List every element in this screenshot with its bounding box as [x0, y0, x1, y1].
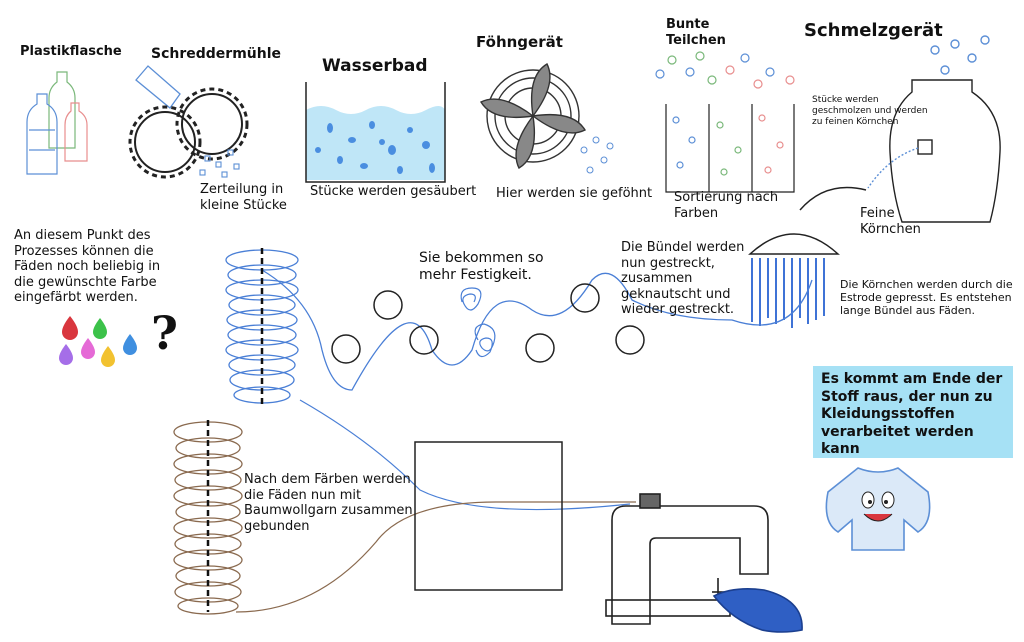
- question-mark: ?: [151, 306, 178, 360]
- label-melter: Schmelzgerät: [804, 20, 943, 41]
- sewing-machine-icon: [605, 493, 803, 633]
- caption-cotton: Nach dem Färben werden die Fäden nun mit…: [244, 472, 413, 534]
- caption-dryer: Hier werden sie geföhnt: [496, 186, 653, 201]
- label-dryer: Föhngerät: [476, 33, 563, 51]
- caption-sorting: Sortierung nach Farben: [674, 190, 779, 221]
- caption-grains: Feine Körnchen: [860, 206, 921, 237]
- caption-extrusion: Die Körnchen werden durch die Estrode ge…: [840, 278, 1013, 318]
- label-colored-parts: Bunte Teilchen: [666, 17, 726, 48]
- bottles-icon: [26, 71, 88, 175]
- brown-coil-icon: [173, 420, 636, 615]
- sorting-bins-icon: [655, 51, 795, 193]
- paint-drops-icon: [59, 316, 137, 367]
- water-bath-icon: [305, 82, 446, 183]
- label-bottle: Plastikflasche: [20, 44, 122, 59]
- binding-box: [414, 441, 563, 591]
- label-water-bath: Wasserbad: [322, 56, 428, 76]
- shredder-icon: [128, 65, 249, 179]
- caption-firmness: Sie bekommen so mehr Festigkeit.: [419, 250, 544, 283]
- label-shredder: Schreddermühle: [151, 46, 282, 62]
- melter-pot-icon: [867, 35, 1001, 223]
- sweater-icon: [825, 467, 931, 551]
- caption-stretch: Die Bündel werden nun gestreckt, zusamme…: [621, 240, 745, 318]
- shower-extruder-icon: [748, 186, 867, 328]
- caption-water-bath: Stücke werden gesäubert: [310, 184, 477, 199]
- caption-melter: Stücke werden geschmolzen und werden zu …: [812, 95, 928, 127]
- caption-dye: An diesem Punkt des Prozesses können die…: [14, 228, 161, 306]
- final-result-box: Es kommt am Ende der Stoff raus, der nun…: [813, 366, 1013, 458]
- fan-icon: [480, 63, 614, 174]
- blue-coil-icon: [225, 248, 631, 511]
- rollers-icon: [261, 269, 813, 391]
- caption-shredder: Zerteilung in kleine Stücke: [200, 182, 287, 213]
